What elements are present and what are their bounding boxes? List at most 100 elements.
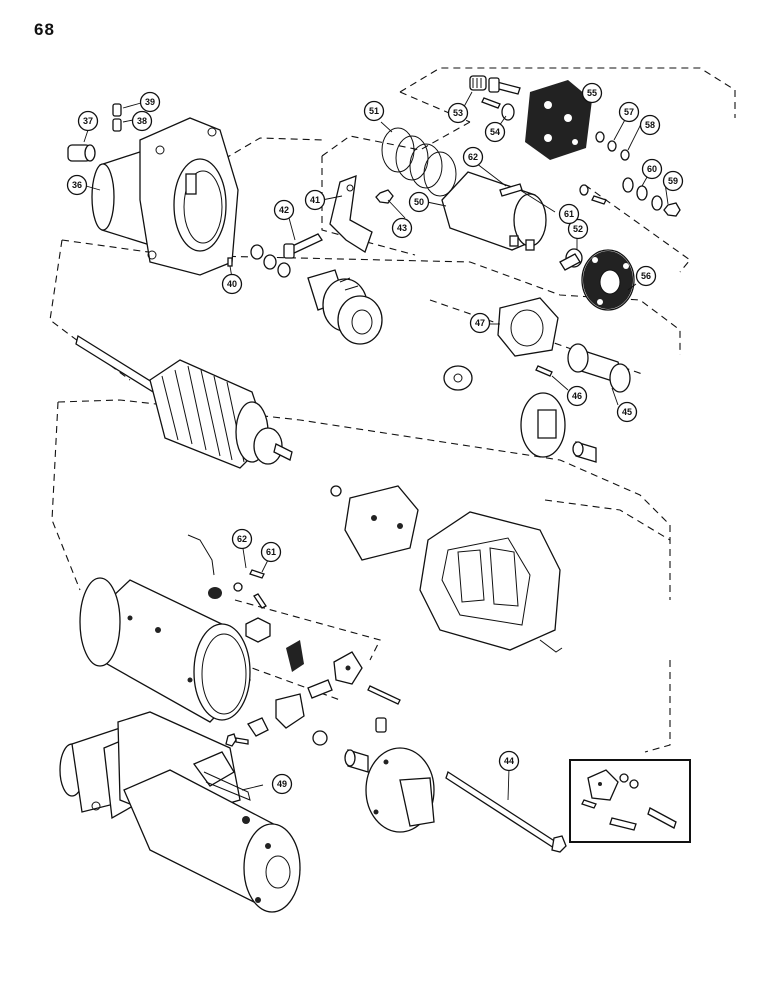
field-frame xyxy=(79,577,251,723)
small-bushing xyxy=(572,441,597,463)
callout-61: 61 xyxy=(558,203,580,225)
callout-52: 52 xyxy=(567,218,589,240)
drive-assembly xyxy=(307,269,383,345)
spacer-washers xyxy=(227,244,291,278)
callout-49: 49 xyxy=(271,773,293,795)
shift-lever xyxy=(329,175,373,253)
cap-washer-54 xyxy=(501,103,515,121)
svg-text:61: 61 xyxy=(266,547,276,557)
callout-51: 51 xyxy=(363,100,385,122)
callout-43: 43 xyxy=(391,217,413,239)
callout-40: 40 xyxy=(221,273,243,295)
callout-37: 37 xyxy=(77,110,99,132)
callout-62: 62 xyxy=(462,146,484,168)
commutator-end-frame xyxy=(365,747,435,833)
svg-text:60: 60 xyxy=(647,164,657,174)
shift-lever-bolt xyxy=(283,233,323,259)
brush-pin xyxy=(367,685,401,705)
svg-text:36: 36 xyxy=(72,180,82,190)
solenoid-return-springs xyxy=(381,127,457,197)
shift-lever-nut xyxy=(375,189,394,204)
armature xyxy=(75,334,293,469)
svg-text:50: 50 xyxy=(414,197,424,207)
callout-61-lower: 61 xyxy=(260,541,282,563)
cap-spring-53 xyxy=(469,75,487,91)
svg-text:53: 53 xyxy=(453,108,463,118)
callout-47: 47 xyxy=(469,312,491,334)
complete-starter-assembly xyxy=(59,711,301,913)
callout-36: 36 xyxy=(66,174,88,196)
callout-50: 50 xyxy=(408,191,430,213)
callout-62-lower: 62 xyxy=(231,528,253,550)
svg-text:40: 40 xyxy=(227,279,237,289)
callout-57: 57 xyxy=(618,101,640,123)
svg-text:57: 57 xyxy=(624,107,634,117)
frame-bracket xyxy=(187,534,215,576)
roll-pin xyxy=(535,365,553,377)
plunger-52 xyxy=(559,248,583,271)
callout-54: 54 xyxy=(484,121,506,143)
page-number: 68 xyxy=(34,20,55,39)
brush xyxy=(247,717,269,737)
thrust-washer xyxy=(443,365,473,391)
callout-42: 42 xyxy=(273,199,295,221)
drive-housing-45 xyxy=(567,343,631,393)
field-coil-assembly xyxy=(419,511,563,653)
svg-text:61: 61 xyxy=(564,209,574,219)
callout-44: 44 xyxy=(498,750,520,772)
svg-text:51: 51 xyxy=(369,106,379,116)
terminal-nuts-washers xyxy=(579,131,681,217)
svg-text:42: 42 xyxy=(279,205,289,215)
bushing-commutator-end xyxy=(344,749,369,773)
svg-text:41: 41 xyxy=(310,195,320,205)
svg-text:55: 55 xyxy=(587,88,597,98)
svg-text:46: 46 xyxy=(572,391,582,401)
thrust-collar xyxy=(520,392,566,458)
insulator-block xyxy=(245,617,271,643)
callout-60: 60 xyxy=(641,158,663,180)
svg-text:62: 62 xyxy=(468,152,478,162)
svg-text:44: 44 xyxy=(504,756,514,766)
callout-55: 55 xyxy=(581,82,603,104)
svg-text:38: 38 xyxy=(137,116,147,126)
callout-41: 41 xyxy=(304,189,326,211)
solenoid-terminal-screw xyxy=(499,183,523,197)
svg-text:39: 39 xyxy=(145,97,155,107)
solenoid-switch xyxy=(441,171,547,251)
svg-text:45: 45 xyxy=(622,407,632,417)
bracket-screws xyxy=(233,569,267,609)
brush-arm-lower xyxy=(275,693,305,729)
brush-spring xyxy=(375,717,387,733)
svg-text:47: 47 xyxy=(475,318,485,328)
svg-text:62: 62 xyxy=(237,534,247,544)
cap-bolt xyxy=(481,77,521,109)
svg-text:58: 58 xyxy=(645,120,655,130)
callout-38: 38 xyxy=(131,110,153,132)
callout-59: 59 xyxy=(662,170,684,192)
svg-text:56: 56 xyxy=(641,271,651,281)
brush-arm-upper xyxy=(307,679,333,699)
detail-inset xyxy=(569,759,691,843)
callout-45: 45 xyxy=(616,401,638,423)
brush-plate xyxy=(333,651,363,685)
callout-46: 46 xyxy=(566,385,588,407)
pole-shoe xyxy=(344,485,419,561)
frame-plug xyxy=(208,587,222,599)
solenoid-cover-56 xyxy=(581,249,635,311)
svg-text:43: 43 xyxy=(397,223,407,233)
svg-text:49: 49 xyxy=(277,779,287,789)
oil-wick-plugs xyxy=(112,103,122,132)
callout-53: 53 xyxy=(447,102,469,124)
brush-washer xyxy=(312,730,328,746)
callout-56: 56 xyxy=(635,265,657,287)
drive-end-housing xyxy=(91,117,239,276)
brush-holder xyxy=(286,640,304,672)
through-bolt xyxy=(445,770,567,853)
pole-shoe-screw xyxy=(330,485,342,497)
svg-text:52: 52 xyxy=(573,224,583,234)
terminal-end-cap xyxy=(525,80,592,160)
svg-text:54: 54 xyxy=(490,127,500,137)
svg-text:37: 37 xyxy=(83,116,93,126)
